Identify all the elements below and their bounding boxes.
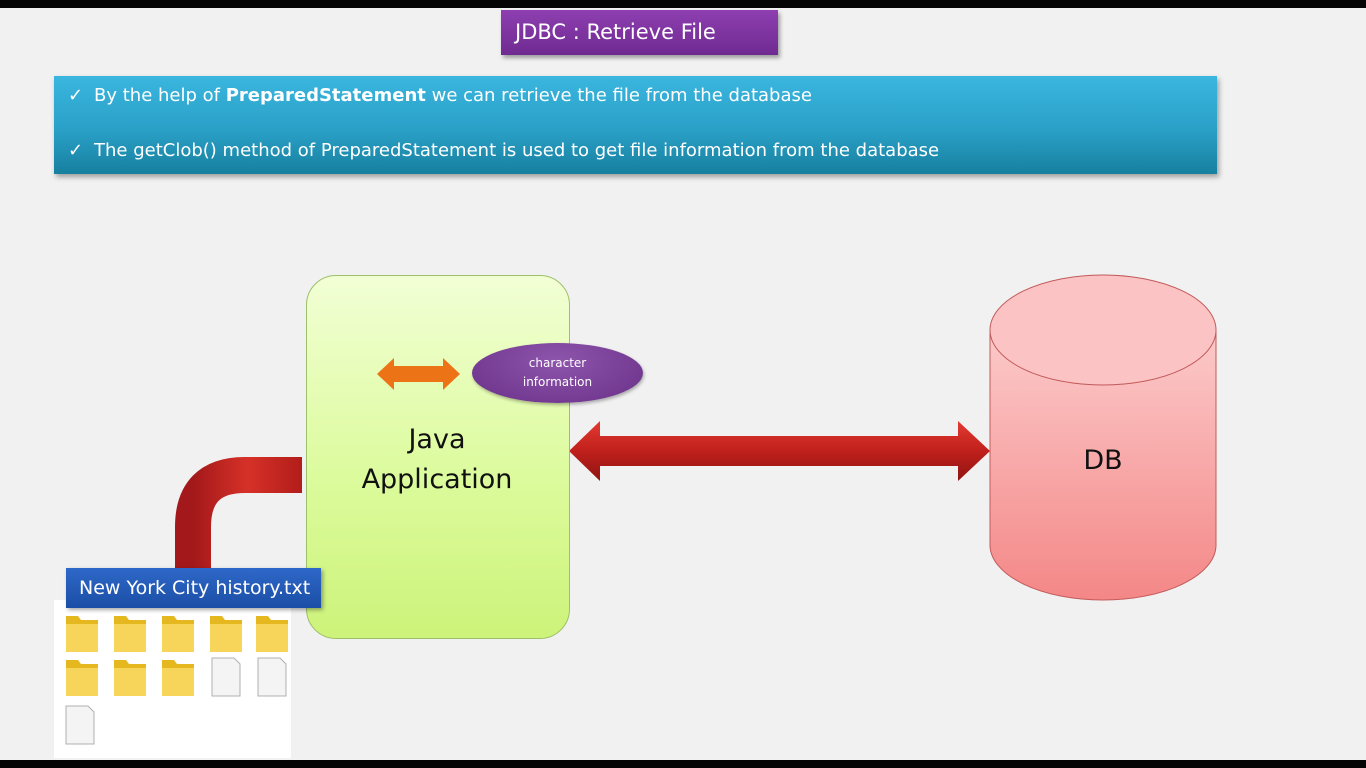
bullet-text-suffix: we can retrieve the file from the databa… bbox=[425, 85, 812, 106]
file-explorer-thumbnail bbox=[54, 600, 291, 758]
bullet-text-prefix: The getClob() method of PreparedStatemen… bbox=[94, 140, 940, 161]
java-application-label: Java Application bbox=[361, 424, 513, 495]
folder-icon bbox=[66, 660, 98, 696]
character-information-pill: character information bbox=[472, 343, 643, 403]
folder-icon bbox=[66, 616, 98, 652]
document-icon bbox=[211, 657, 241, 697]
slide-title: JDBC : Retrieve File bbox=[501, 10, 778, 55]
folder-icon bbox=[162, 616, 194, 652]
folder-icon bbox=[162, 660, 194, 696]
bullet-text-bold: PreparedStatement bbox=[225, 85, 426, 106]
database-cylinder-icon bbox=[989, 274, 1217, 601]
file-to-app-pipe bbox=[175, 457, 302, 575]
info-banner: ✓ By the help of PreparedStatement we can… bbox=[54, 76, 1217, 174]
bullet-text-prefix: By the help of bbox=[94, 85, 226, 106]
top-letterbox-bar bbox=[0, 0, 1366, 8]
folder-icon bbox=[256, 616, 288, 652]
file-name-label: New York City history.txt bbox=[66, 568, 321, 608]
folder-icon bbox=[210, 616, 242, 652]
bullet-prepared-statement: ✓ By the help of PreparedStatement we can… bbox=[68, 85, 812, 106]
folder-icon bbox=[114, 660, 146, 696]
bullet-getclob-method: ✓ The getClob() method of PreparedStateme… bbox=[68, 140, 939, 161]
checkmark-icon: ✓ bbox=[68, 85, 84, 106]
java-application-box bbox=[306, 275, 570, 639]
folder-icon bbox=[114, 616, 146, 652]
database-label: DB bbox=[1083, 445, 1123, 476]
document-icon bbox=[65, 705, 95, 745]
bottom-letterbox-bar bbox=[0, 760, 1366, 768]
document-icon bbox=[257, 657, 287, 697]
app-db-double-arrow-icon bbox=[569, 421, 990, 481]
checkmark-icon: ✓ bbox=[68, 140, 84, 161]
